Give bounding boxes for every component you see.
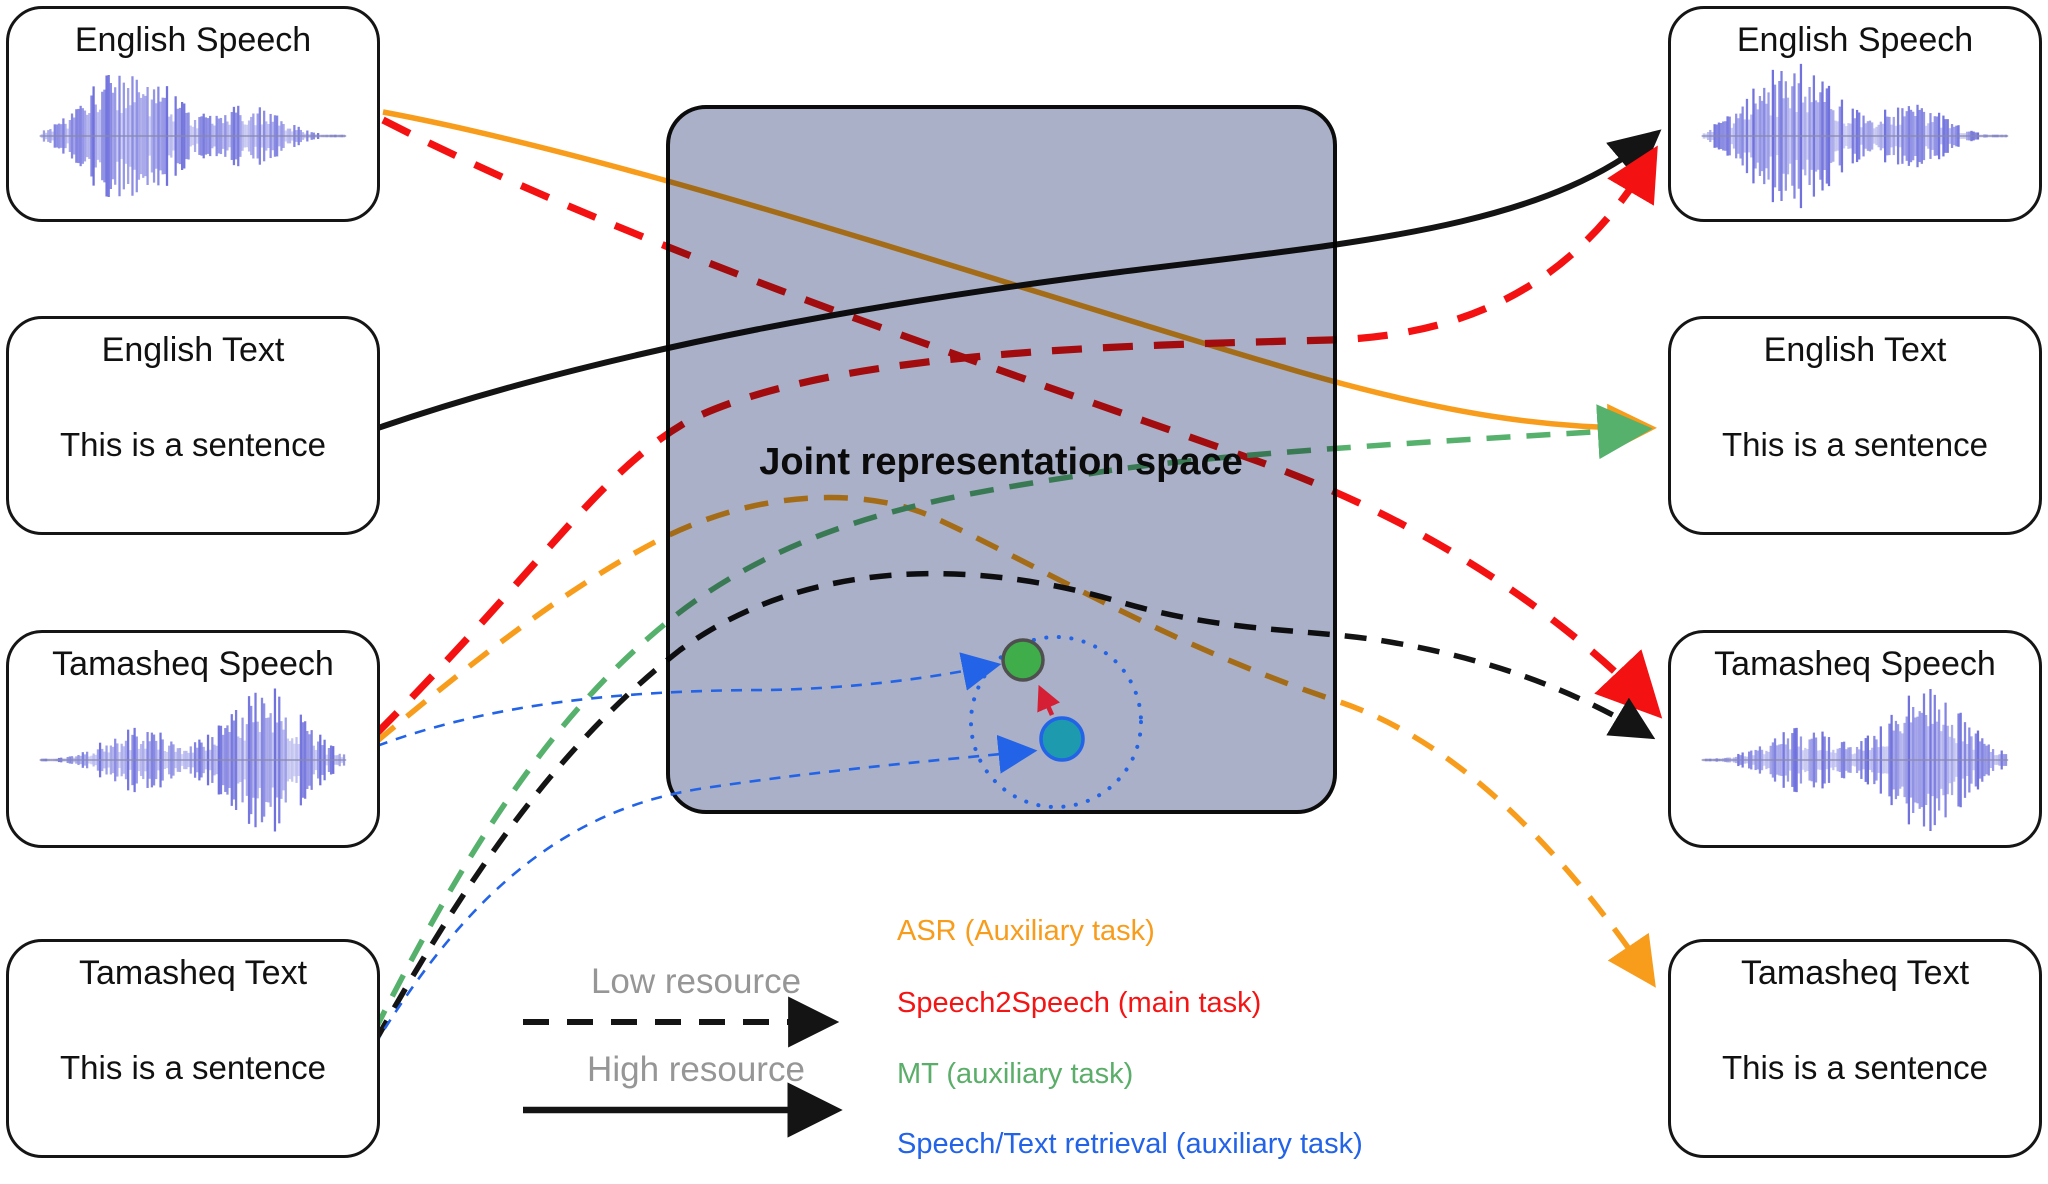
joint-representation-space-box [666, 105, 1337, 814]
left-box-tamasheq-speech: Tamasheq Speech [6, 630, 380, 848]
left-box-tamasheq-text: Tamasheq Text This is a sentence [6, 939, 380, 1158]
sample-sentence: This is a sentence [1722, 1049, 1988, 1087]
box-title: Tamasheq Speech [52, 645, 334, 683]
joint-space-title: Joint representation space [759, 441, 1243, 483]
path-low-tamtext-to-tamspeech [373, 570, 1656, 1042]
sample-sentence: This is a sentence [1722, 426, 1988, 464]
right-box-tamasheq-speech: Tamasheq Speech [1668, 630, 2042, 848]
task-label-mt: MT (auxiliary task) [897, 1058, 1134, 1090]
text-embedding-dot [1039, 716, 1085, 762]
left-box-english-text: English Text This is a sentence [6, 316, 380, 535]
box-title: English Speech [74, 21, 312, 59]
box-title: English Speech [1736, 21, 1974, 59]
task-label-asr: ASR (Auxiliary task) [897, 915, 1155, 947]
speech-embedding-dot [1001, 638, 1045, 682]
sample-sentence: This is a sentence [60, 1049, 326, 1087]
right-box-english-speech: English Speech [1668, 6, 2042, 222]
sample-sentence: This is a sentence [60, 426, 326, 464]
box-title: Tamasheq Speech [1714, 645, 1996, 683]
legend-low-resource-label: Low resource [590, 962, 802, 1001]
waveform-image [1701, 689, 2009, 832]
right-box-english-text: English Text This is a sentence [1668, 316, 2042, 535]
task-label-speech2speech: Speech2Speech (main task) [897, 987, 1262, 1019]
retrieval-cluster-dotted-circle [969, 635, 1143, 809]
waveform-image [39, 688, 347, 832]
waveform-image [39, 75, 347, 198]
task-label-retrieval: Speech/Text retrieval (auxiliary task) [897, 1128, 1363, 1160]
embedding-alignment-arrow [1037, 684, 1061, 716]
path-asr-low-tamspeech-to-tamtext [374, 494, 1656, 988]
right-box-tamasheq-text: Tamasheq Text This is a sentence [1668, 939, 2042, 1158]
path-retrieval-tamtext [372, 734, 1038, 1047]
tamasheq-speech-waveform [1693, 686, 2017, 834]
tamasheq-speech-waveform [31, 686, 355, 834]
box-title: Tamasheq Text [1740, 954, 1970, 992]
waveform-image [1701, 64, 2009, 209]
box-title: English Text [1763, 331, 1947, 369]
box-title: Tamasheq Text [78, 954, 308, 992]
box-title: English Text [101, 331, 285, 369]
path-retrieval-tamspeech [376, 652, 1002, 748]
left-box-english-speech: English Speech [6, 6, 380, 222]
english-speech-waveform [31, 62, 355, 210]
english-speech-waveform [1693, 62, 2017, 210]
legend-high-resource-label: High resource [587, 1050, 805, 1089]
path-s2s-engspeech-to-tamspeech [381, 116, 1663, 719]
